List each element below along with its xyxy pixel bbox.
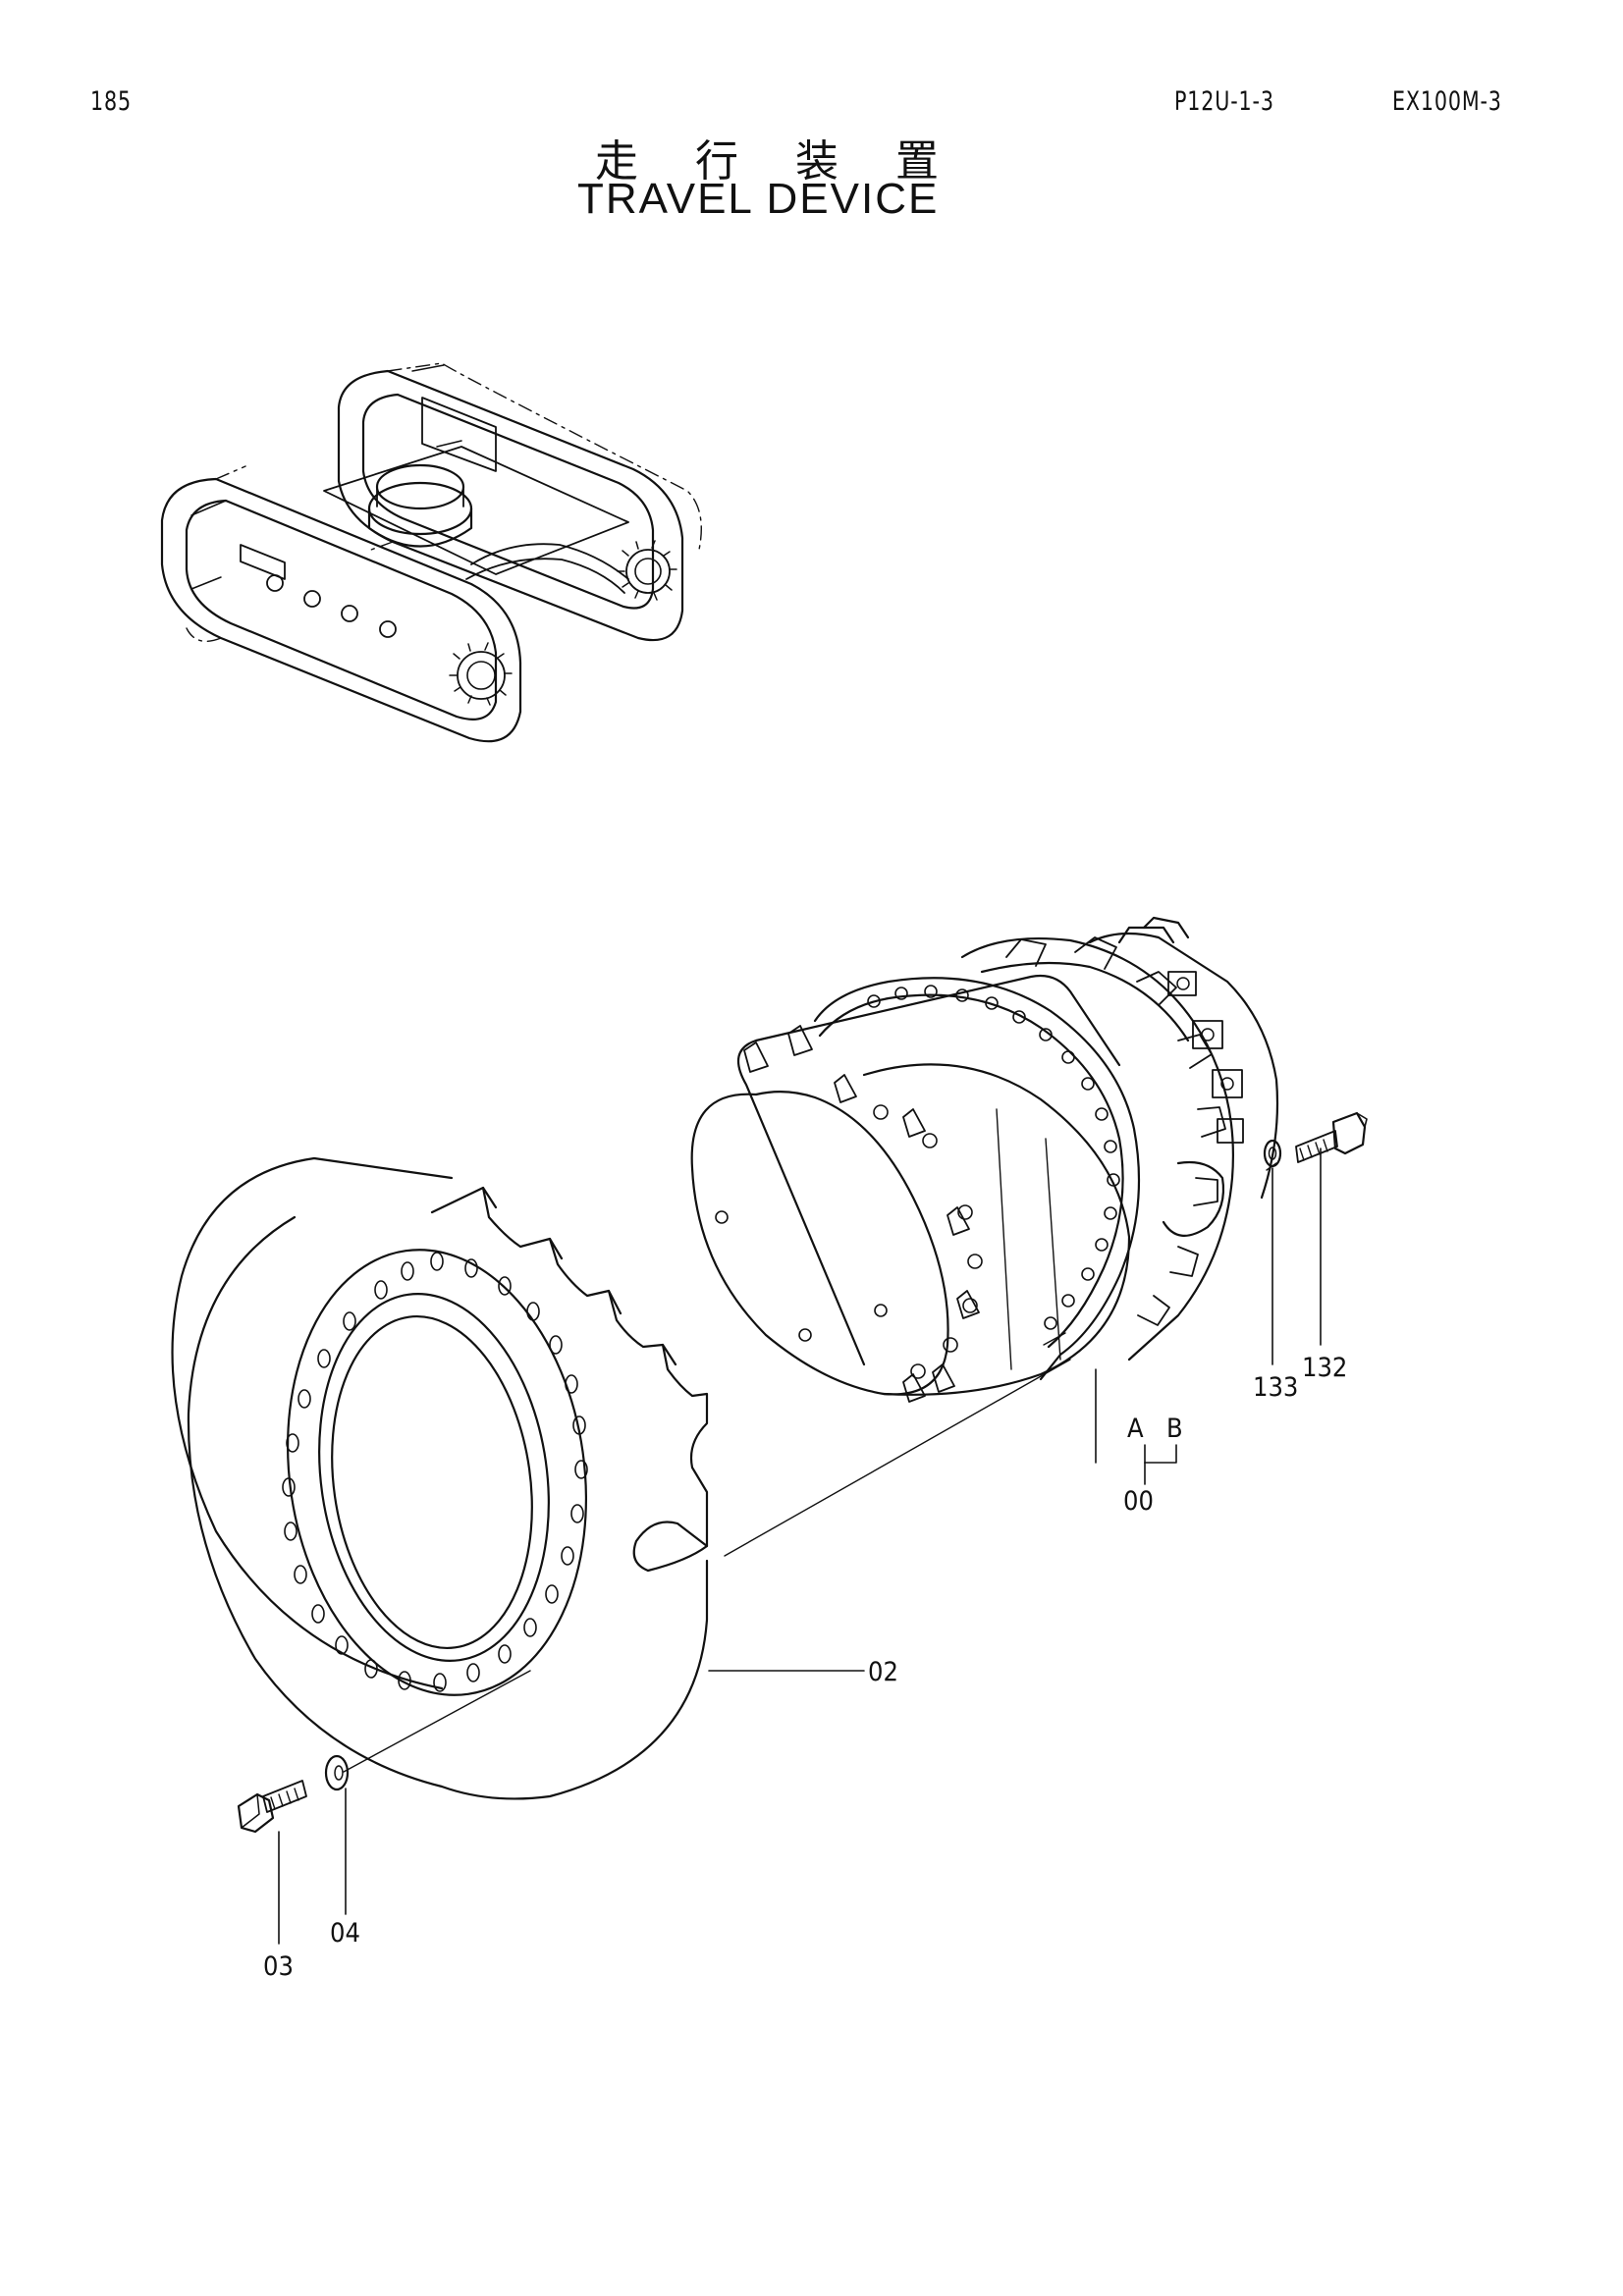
sprocket-ring-illustration: [171, 1156, 709, 1800]
callout-sprocket: 02: [868, 1657, 898, 1687]
callout-variant-a: A: [1127, 1414, 1144, 1444]
callout-washer: 04: [330, 1918, 360, 1949]
motor-bolt-illustration: [1295, 1111, 1368, 1163]
callout-bolt: 03: [263, 1951, 294, 1982]
travel-motor-assembly-illustration: [690, 916, 1279, 1403]
callout-motor-bolt: 132: [1302, 1353, 1347, 1383]
model-code: EX100M-3: [1392, 86, 1502, 117]
page-title-english: TRAVEL DEVICE: [577, 175, 940, 223]
assembly-lines: [343, 1162, 1277, 1773]
sprocket-bolt-illustration: [237, 1780, 307, 1834]
rear-sprocket-illustration: [617, 540, 677, 601]
callout-variant-b: B: [1166, 1414, 1183, 1444]
page-code: P12U-1-3: [1174, 86, 1274, 117]
undercarriage-overview-illustration: [160, 362, 702, 743]
callout-assembly: 00: [1123, 1486, 1154, 1517]
callout-motor-washer: 133: [1253, 1372, 1298, 1403]
leader-lines: [278, 1148, 1322, 1945]
front-sprocket-illustration: [449, 642, 513, 706]
page-title-japanese: 走 行 装 置: [595, 136, 960, 187]
sprocket-washer-illustration: [324, 1754, 350, 1791]
page-number: 185: [90, 86, 132, 117]
